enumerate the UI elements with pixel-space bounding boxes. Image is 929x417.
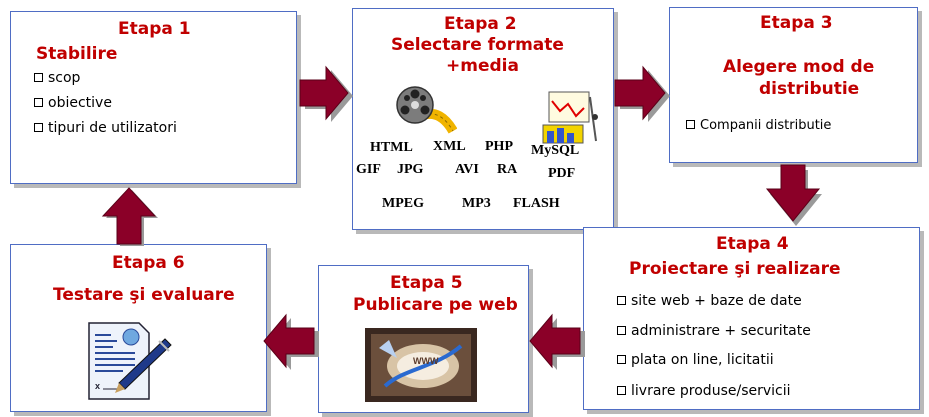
- www-globe-image: WWW: [365, 328, 477, 402]
- arrow-stage5-to-stage6: [263, 313, 319, 370]
- format-mysql: MySQL: [531, 143, 580, 158]
- format-gif: GIF: [356, 162, 381, 177]
- format-pdf: PDF: [548, 166, 576, 181]
- stage1-item-obiective: obiective: [34, 95, 112, 111]
- stage1-title: Etapa 1: [118, 19, 191, 39]
- stage4-item-administrare: administrare + securitate: [617, 323, 811, 339]
- checkbox-icon: [686, 120, 695, 129]
- svg-text:WWW: WWW: [413, 356, 439, 366]
- stage1-box: Etapa 1 Stabilire scop obiective tipuri …: [10, 11, 297, 184]
- stage2-subtitle: Selectare formate: [391, 35, 564, 55]
- stage6-box: Etapa 6 Testare şi evaluare x: [10, 244, 267, 412]
- stage4-item-plata: plata on line, licitatii: [617, 352, 774, 368]
- checkbox-icon: [617, 386, 626, 395]
- stage1-item-scop: scop: [34, 70, 80, 86]
- stage2-box: Etapa 2 Selectare formate +media HTML XM…: [352, 8, 614, 230]
- format-jpg: JPG: [397, 162, 424, 177]
- stage3-item-companii: Companii distributie: [686, 118, 831, 133]
- stage3-title: Etapa 3: [760, 13, 833, 33]
- stage4-item-site: site web + baze de date: [617, 293, 802, 309]
- arrow-stage6-to-stage1: [101, 187, 158, 246]
- stage3-box: Etapa 3 Alegere mod de distributie Compa…: [669, 7, 918, 163]
- checkbox-icon: [617, 326, 626, 335]
- format-xml: XML: [433, 139, 466, 154]
- arrow-stage3-to-stage4: [765, 164, 822, 226]
- format-ra: RA: [497, 162, 518, 177]
- format-html: HTML: [370, 140, 413, 155]
- stage1-item-utilizatori: tipuri de utilizatori: [34, 120, 177, 136]
- format-php: PHP: [485, 139, 513, 154]
- stage5-box: Etapa 5 Publicare pe web WWW: [318, 265, 529, 413]
- film-reel-icon: [396, 86, 457, 134]
- stage1-subtitle: Stabilire: [36, 44, 118, 64]
- svg-text:x: x: [95, 381, 100, 391]
- stage3-subtitle2: distributie: [759, 79, 860, 99]
- stage4-subtitle: Proiectare şi realizare: [629, 259, 841, 279]
- stage2-subtitle2: +media: [446, 56, 519, 76]
- stage3-subtitle: Alegere mod de: [723, 57, 875, 77]
- format-avi: AVI: [455, 162, 479, 177]
- stage5-subtitle: Publicare pe web: [353, 295, 518, 315]
- stage6-title: Etapa 6: [112, 253, 185, 273]
- signed-document-icon: x: [88, 322, 172, 400]
- format-mp3: MP3: [462, 196, 491, 211]
- format-mpeg: MPEG: [382, 196, 424, 211]
- arrow-stage2-to-stage3: [614, 65, 670, 122]
- arrow-stage4-to-stage5: [529, 313, 585, 370]
- checkbox-icon: [34, 98, 43, 107]
- stage4-box: Etapa 4 Proiectare şi realizare site web…: [583, 227, 920, 410]
- stage5-title: Etapa 5: [390, 273, 463, 293]
- arrow-stage1-to-stage2: [299, 65, 353, 122]
- checkbox-icon: [617, 296, 626, 305]
- chart-presentation-icon: [542, 91, 598, 144]
- checkbox-icon: [617, 355, 626, 364]
- stage4-item-livrare: livrare produse/servicii: [617, 383, 791, 399]
- stage6-subtitle: Testare şi evaluare: [53, 285, 235, 305]
- stage2-title: Etapa 2: [444, 14, 517, 34]
- stage4-title: Etapa 4: [716, 234, 789, 254]
- checkbox-icon: [34, 123, 43, 132]
- checkbox-icon: [34, 73, 43, 82]
- format-flash: FLASH: [513, 196, 560, 211]
